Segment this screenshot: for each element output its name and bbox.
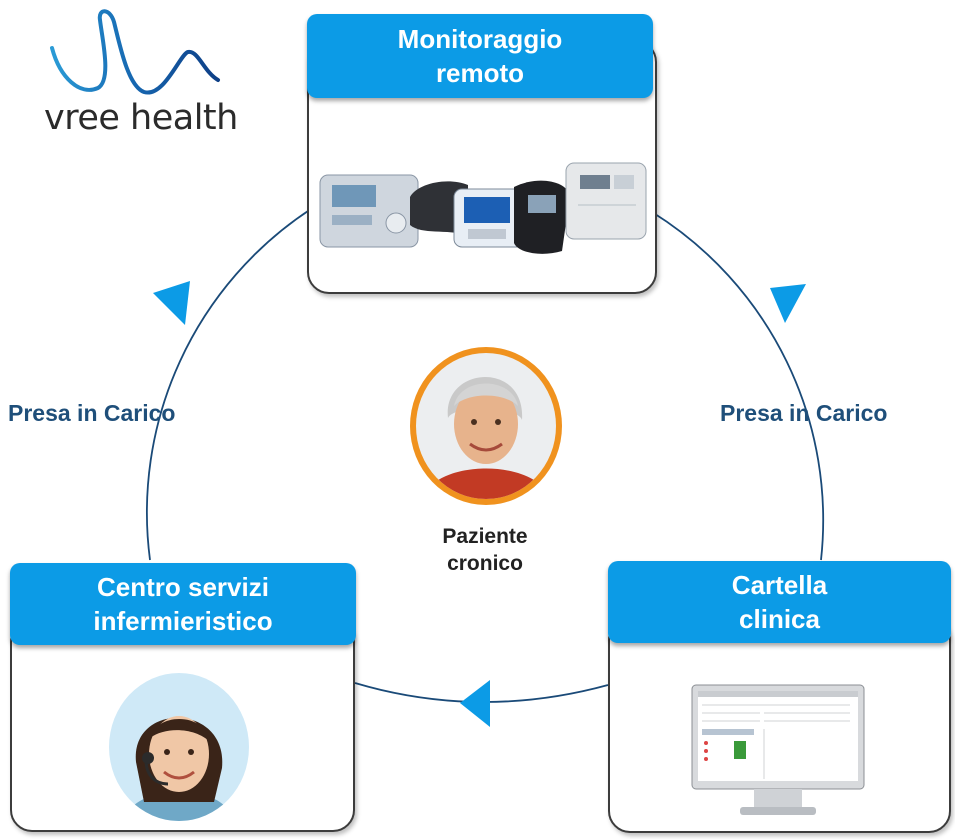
elderly-woman-patient <box>410 347 562 505</box>
cycle-arrow-bottom <box>460 680 490 727</box>
cycle-arc <box>146 208 312 561</box>
label-presa-in-carico-right: Presa in Carico <box>720 400 888 426</box>
computer-monitor-clinical-record <box>691 684 865 815</box>
vree-health-wave-logo <box>50 9 220 95</box>
card-title-line2: remoto <box>435 58 525 88</box>
card-title-monitoraggio-remoto: Monitoraggio remoto <box>307 14 653 98</box>
medical-monitoring-devices <box>319 162 647 254</box>
cycle-arc <box>651 211 825 561</box>
card-title-cartella-clinica: Cartella clinica <box>608 561 951 643</box>
card-title-line1: Monitoraggio <box>397 24 563 54</box>
center-label-paziente-cronico: Paziente cronico <box>400 523 570 577</box>
logo-text: vree health <box>44 98 238 138</box>
label-presa-in-carico-left: Presa in Carico <box>8 400 176 426</box>
cycle-arrow-right <box>770 284 806 323</box>
card-title-centro-servizi: Centro servizi infermieristico <box>10 563 356 645</box>
card-title-line1: Cartella <box>731 570 828 600</box>
center-label-line2: cronico <box>447 552 523 575</box>
cycle-arrow-left <box>153 281 190 325</box>
card-title-line2: infermieristico <box>93 606 273 636</box>
card-title-line1: Centro servizi <box>97 572 269 602</box>
vree-health-logo: vree health <box>40 8 240 138</box>
card-title-line2: clinica <box>739 604 820 634</box>
nurse-with-headset <box>109 673 249 821</box>
center-label-line1: Paziente <box>442 525 528 548</box>
